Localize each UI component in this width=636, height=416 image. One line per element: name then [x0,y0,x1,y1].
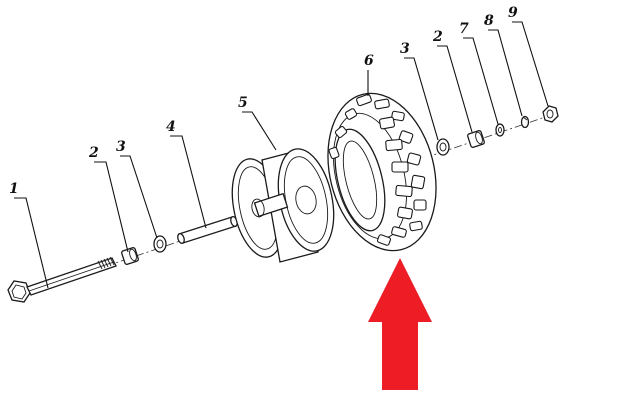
axle-bolt [7,256,117,303]
callout-1: 1 [9,181,19,197]
lock-washer [520,115,530,129]
tire [327,92,437,252]
axle-sleeve [177,216,238,244]
callout-3-right: 3 [400,41,410,57]
callout-5: 5 [238,95,248,111]
callout-2-left: 2 [88,145,99,161]
callout-9: 9 [508,5,518,21]
spacer-right [467,130,485,148]
wheel-rim [231,148,335,263]
up-arrow-icon [368,258,432,390]
callout-3-left: 3 [116,139,126,155]
bearing-right [436,138,450,156]
spacer-left [121,247,139,265]
callout-8: 8 [484,13,494,29]
flat-washer [495,123,505,137]
leader-lines [14,21,549,289]
callout-7: 7 [459,21,469,37]
nut [542,105,559,123]
callout-4: 4 [166,119,176,135]
callout-2-right: 2 [432,29,443,45]
callout-6: 6 [364,53,374,69]
bearing-left [153,235,167,253]
callout-labels: 1 2 3 4 5 6 3 2 7 8 9 [9,5,518,197]
tire-tread [328,93,427,246]
